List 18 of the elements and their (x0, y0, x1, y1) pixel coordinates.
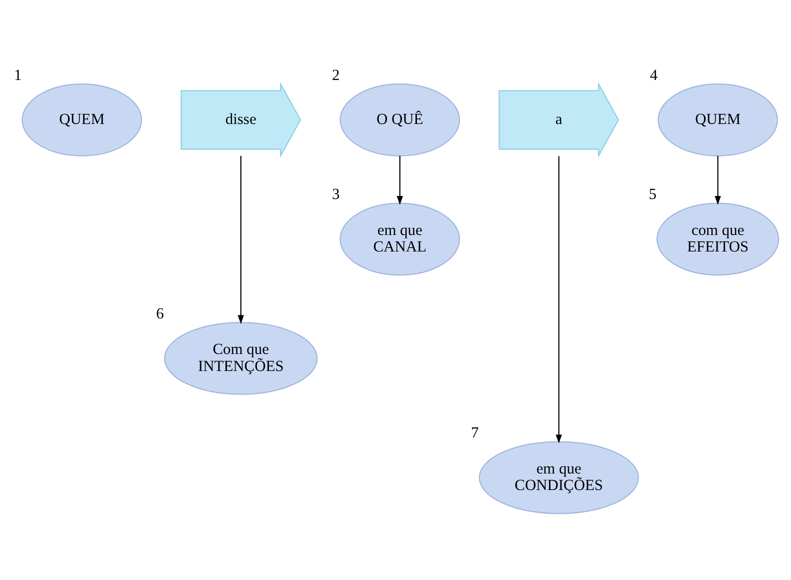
node-label: 4 (649, 66, 658, 84)
node-label: 7 (470, 424, 478, 442)
node-ellipse: em que CANAL (339, 202, 460, 276)
node-ellipse: em que CONDIÇÕES (478, 440, 638, 514)
node-ellipse: Com que INTENÇÕES (164, 321, 318, 394)
node-label: 3 (331, 186, 340, 203)
arrow (396, 155, 402, 204)
node-label: 5 (648, 186, 656, 203)
node-ellipse: QUEM (657, 82, 778, 156)
node-label: 1 (13, 66, 22, 84)
node-ellipse: O QUÊ (339, 82, 460, 156)
node-ellipse: QUEM (21, 82, 142, 156)
node-ellipse: com que EFEITOS (656, 202, 779, 276)
node-label: 6 (156, 304, 164, 322)
arrow (555, 156, 562, 443)
node-label: 2 (331, 66, 340, 84)
arrow (714, 155, 720, 204)
arrow (237, 155, 244, 324)
